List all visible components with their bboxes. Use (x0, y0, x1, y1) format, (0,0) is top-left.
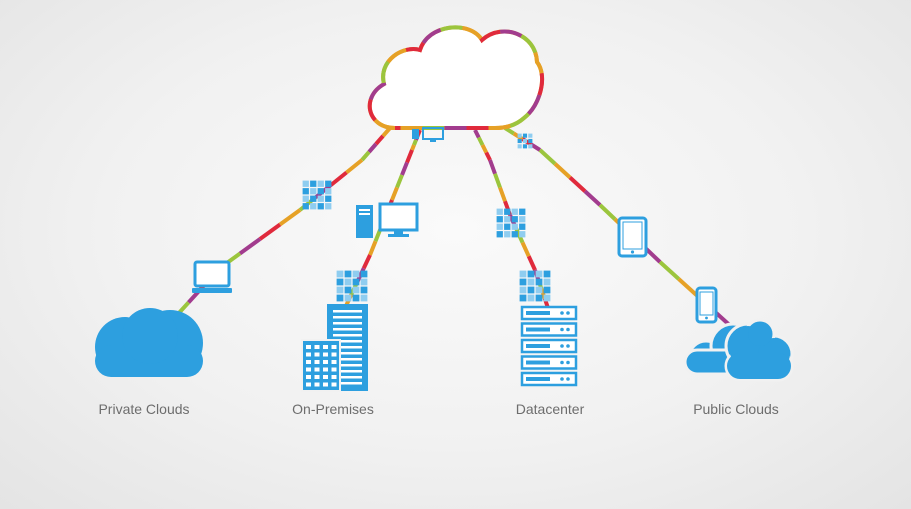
desktop-computer-icon (356, 202, 419, 238)
cloud-icon (95, 308, 203, 377)
firewall-icon (336, 270, 368, 302)
laptop-icon (192, 260, 232, 293)
node-label-on-premises: On-Premises (292, 401, 374, 417)
node-label-datacenter: Datacenter (515, 401, 585, 417)
hub-desktop-icon (412, 127, 444, 142)
connection-cables (176, 126, 737, 332)
clouds-icon (683, 318, 794, 382)
firewall-icon (517, 133, 533, 149)
server-rack-icon (520, 305, 578, 387)
office-buildings-icon (301, 304, 368, 392)
central-cloud-icon (367, 25, 545, 130)
node-label-public-clouds: Public Clouds (693, 401, 779, 417)
firewall-icon (302, 180, 332, 210)
firewall-icon (519, 270, 551, 302)
firewall-icons (302, 133, 551, 302)
tablet-icon (617, 216, 648, 258)
firewall-icon (496, 208, 526, 238)
node-label-private-clouds: Private Clouds (98, 401, 190, 417)
smartphone-icon (695, 286, 718, 324)
